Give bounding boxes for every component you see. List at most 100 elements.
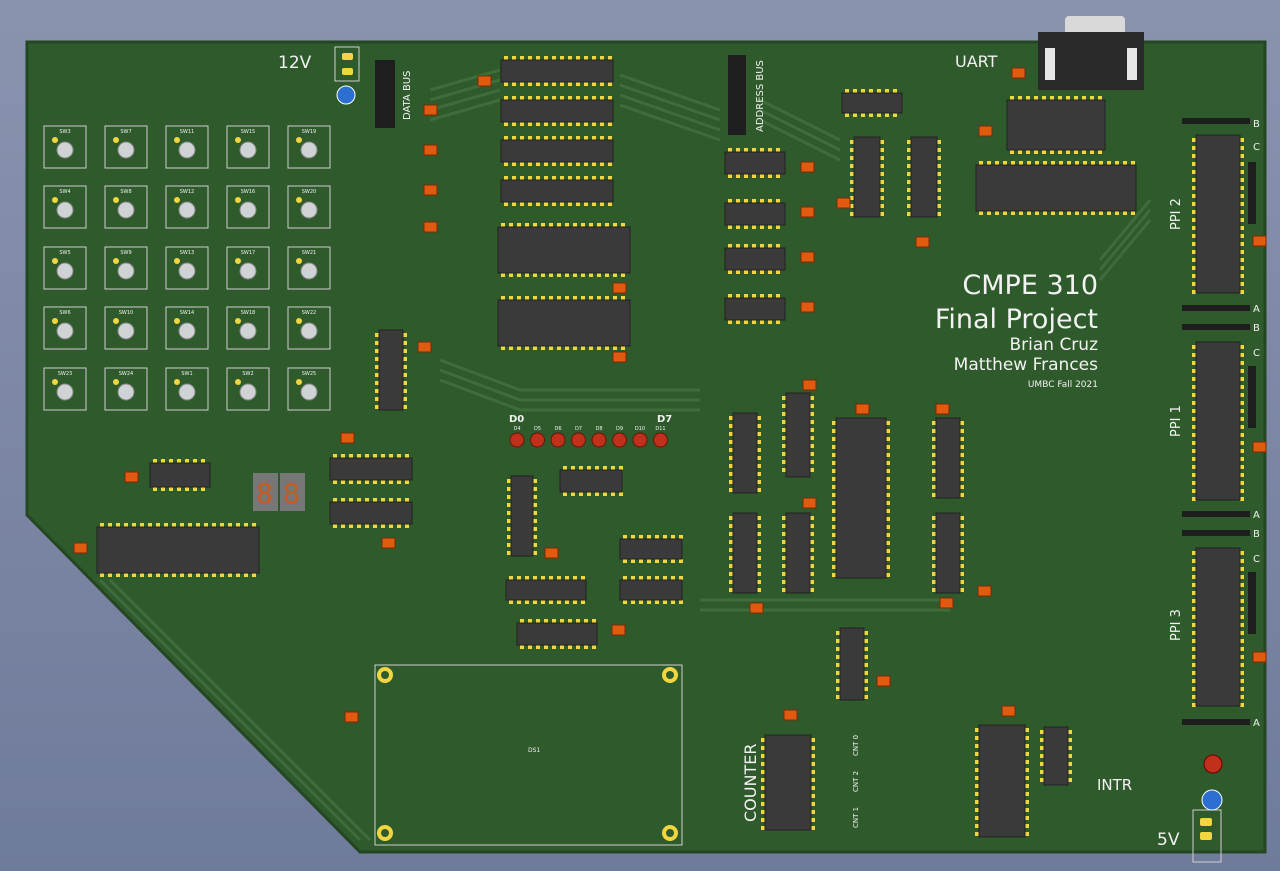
ic-chip — [832, 417, 890, 579]
pin-header-strip[interactable] — [1182, 719, 1250, 725]
smd-capacitor — [800, 301, 815, 313]
push-switch[interactable]: SW18 — [226, 306, 270, 350]
push-switch[interactable]: SW8 — [104, 185, 148, 229]
push-switch[interactable]: SW16 — [226, 185, 270, 229]
port-letter: B — [1253, 323, 1260, 334]
push-switch[interactable]: SW10 — [104, 306, 148, 350]
label-ppi2: PPI 2 — [1169, 198, 1184, 230]
pin-header-strip[interactable] — [1182, 530, 1250, 536]
led-ref: D7 — [575, 426, 582, 432]
push-switch[interactable]: SW25 — [287, 367, 331, 411]
board-title: CMPE 310 — [962, 270, 1098, 301]
port-letter: C — [1253, 348, 1260, 359]
label-counter: COUNTER — [741, 744, 760, 822]
push-switch[interactable]: SW17 — [226, 246, 270, 290]
ic-chip — [932, 512, 964, 594]
ic-chip — [559, 466, 623, 496]
switch-ref: SW6 — [59, 310, 70, 316]
ic-chip — [1006, 96, 1106, 154]
ic-chip — [619, 576, 683, 604]
ic-chip — [149, 459, 211, 491]
switch-ref: SW14 — [180, 310, 194, 316]
smd-capacitor — [1252, 235, 1267, 247]
push-switch[interactable]: SW5 — [43, 246, 87, 290]
push-switch[interactable]: SW6 — [43, 306, 87, 350]
label-cnt2: CNT 2 — [852, 771, 860, 792]
smd-capacitor — [612, 282, 627, 294]
switch-ref: SW12 — [180, 189, 194, 195]
push-switch[interactable]: SW9 — [104, 246, 148, 290]
pin-header-strip[interactable] — [1248, 366, 1256, 428]
push-switch[interactable]: SW14 — [165, 306, 209, 350]
smd-capacitor — [978, 125, 993, 137]
pin-header-strip[interactable] — [1182, 305, 1250, 311]
switch-ref: SW24 — [119, 371, 133, 377]
smd-capacitor — [783, 709, 798, 721]
push-switch[interactable]: SW19 — [287, 125, 331, 169]
trace-bundle — [98, 68, 1152, 842]
ic-chip — [96, 523, 260, 577]
ic-chip — [975, 724, 1029, 838]
switch-ref: SW23 — [58, 371, 72, 377]
ic-chip — [500, 136, 614, 166]
pin-header-strip[interactable] — [1248, 162, 1256, 224]
push-switch[interactable]: SW11 — [165, 125, 209, 169]
switch-ref: SW22 — [302, 310, 316, 316]
power-connector-5v[interactable] — [1192, 754, 1223, 863]
power-connector-12v[interactable] — [334, 46, 360, 105]
smd-capacitor — [939, 597, 954, 609]
smd-capacitor — [611, 624, 626, 636]
led-ref: D11 — [655, 426, 665, 432]
switch-ref: SW13 — [180, 250, 194, 256]
smd-capacitor — [340, 432, 355, 444]
ic-chip — [329, 498, 413, 528]
push-switch[interactable]: SW20 — [287, 185, 331, 229]
push-switch[interactable]: SW22 — [287, 306, 331, 350]
ic-chip — [841, 89, 903, 117]
smd-capacitor — [544, 547, 559, 559]
push-switch[interactable]: SW2 — [226, 367, 270, 411]
switch-ref: SW25 — [302, 371, 316, 377]
switch-ref: SW15 — [241, 129, 255, 135]
push-switch[interactable]: SW21 — [287, 246, 331, 290]
smd-capacitor — [802, 379, 817, 391]
ic-chip — [1192, 341, 1244, 501]
status-led: D8 — [591, 426, 607, 448]
push-switch[interactable]: SW12 — [165, 185, 209, 229]
push-switch[interactable]: SW4 — [43, 185, 87, 229]
smd-capacitor — [477, 75, 492, 87]
label-ppi3: PPI 3 — [1169, 609, 1184, 641]
address-bus-header[interactable] — [728, 55, 746, 135]
switch-ref: SW17 — [241, 250, 255, 256]
status-led: D6 — [550, 426, 566, 448]
port-letter: B — [1253, 529, 1260, 540]
pin-header-strip[interactable] — [1182, 324, 1250, 330]
ic-chip — [329, 454, 413, 484]
push-switch[interactable]: SW24 — [104, 367, 148, 411]
push-switch[interactable]: SW23 — [43, 367, 87, 411]
pin-header-strip[interactable] — [1182, 511, 1250, 517]
port-letter: B — [1253, 119, 1260, 130]
data-bus-header[interactable] — [375, 60, 395, 128]
label-ds1: DS1 — [528, 747, 540, 754]
label-5v: 5V — [1157, 830, 1180, 850]
lcd-module-ds1 — [374, 664, 683, 846]
pin-header-strip[interactable] — [1182, 118, 1250, 124]
push-switch[interactable]: SW7 — [104, 125, 148, 169]
switch-ref: SW11 — [180, 129, 194, 135]
pin-header-strip[interactable] — [1248, 572, 1256, 634]
led-ref: D9 — [616, 426, 623, 432]
label-data-bus: DATA BUS — [402, 71, 413, 120]
push-switch[interactable]: SW1 — [165, 367, 209, 411]
smd-capacitor — [1252, 441, 1267, 453]
push-switch[interactable]: SW3 — [43, 125, 87, 169]
smd-capacitor — [915, 236, 930, 248]
push-switch[interactable]: SW13 — [165, 246, 209, 290]
ic-chip — [375, 329, 407, 411]
uart-db9-connector[interactable] — [1038, 16, 1144, 90]
push-switch[interactable]: SW15 — [226, 125, 270, 169]
smd-capacitor — [344, 711, 359, 723]
